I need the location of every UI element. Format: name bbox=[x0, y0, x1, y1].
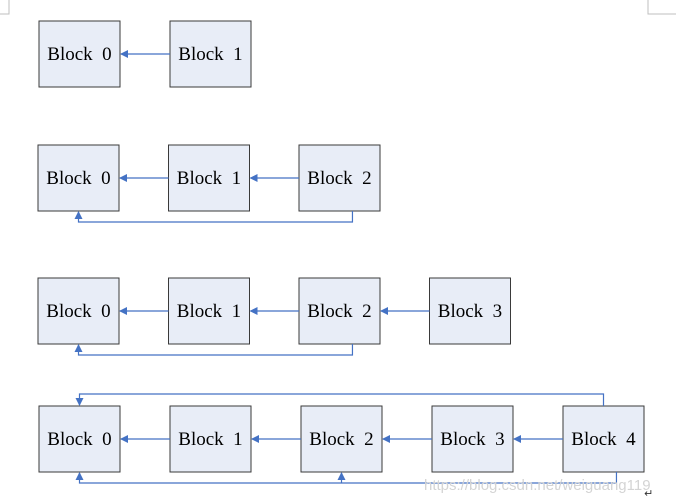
page-corner-top-left bbox=[0, 0, 10, 15]
return-link-top-4-to-0 bbox=[75, 393, 605, 406]
diagram-row-0: Block 0 Block 1 bbox=[38, 20, 252, 88]
diagram-row-3: Block 0 Block 1 Block 2 Block 3 Block 4 bbox=[38, 393, 645, 484]
return-link-bottom-2-to-0 bbox=[74, 344, 354, 356]
return-link-bottom-2-to-0 bbox=[74, 211, 354, 223]
watermark-text: https://blog.csdn.net/weiguang119 bbox=[424, 477, 651, 494]
block-label-3: Block 3 bbox=[440, 429, 504, 450]
block-label-4: Block 4 bbox=[571, 429, 636, 450]
block-box-1 bbox=[169, 20, 252, 88]
block-box-2 bbox=[300, 405, 383, 473]
block-label-1: Block 1 bbox=[178, 429, 242, 450]
block-label-2: Block 2 bbox=[307, 168, 371, 189]
block-label-1: Block 1 bbox=[177, 168, 241, 189]
block-box-2 bbox=[298, 144, 381, 212]
block-label-3: Block 3 bbox=[438, 301, 502, 322]
block-label-0: Block 0 bbox=[47, 429, 111, 450]
block-label-0: Block 0 bbox=[46, 168, 110, 189]
paragraph-mark: ↵ bbox=[644, 487, 653, 500]
block-box-1 bbox=[169, 405, 252, 473]
block-label-0: Block 0 bbox=[46, 301, 110, 322]
block-label-0: Block 0 bbox=[47, 44, 111, 65]
return-link-bottom-4-to-0 bbox=[75, 472, 618, 484]
block-label-2: Block 2 bbox=[307, 301, 371, 322]
block-box-0 bbox=[38, 20, 121, 88]
block-box-3 bbox=[431, 405, 514, 473]
diagram-row-2: Block 0 Block 1 Block 2 Block 3 bbox=[37, 277, 511, 356]
block-label-1: Block 1 bbox=[177, 301, 241, 322]
block-label-2: Block 2 bbox=[309, 429, 373, 450]
block-box-1 bbox=[168, 277, 250, 345]
page-corner-top-right bbox=[647, 0, 676, 15]
block-label-1: Block 1 bbox=[178, 44, 242, 65]
block-box-4 bbox=[562, 405, 645, 473]
diagram-row-1: Block 0 Block 1 Block 2 bbox=[37, 144, 381, 223]
block-box-0 bbox=[38, 405, 121, 473]
